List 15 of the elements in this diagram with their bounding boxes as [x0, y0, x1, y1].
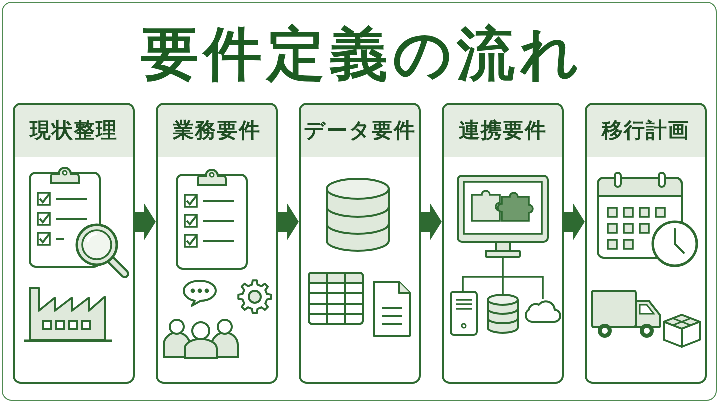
arrow	[564, 203, 585, 241]
step-title: 現状整理	[30, 118, 118, 144]
step-panel	[13, 103, 135, 384]
step-title: データ要件	[304, 118, 416, 144]
step-panel	[299, 103, 421, 384]
arrow	[278, 203, 299, 241]
arrow	[135, 203, 156, 241]
step-panel	[156, 103, 278, 384]
step-title: 移行計画	[602, 118, 690, 144]
step-title: 連携要件	[459, 118, 547, 144]
step-panel	[442, 103, 564, 384]
diagram-title: 要件定義の流れ	[140, 22, 584, 86]
step-title: 業務要件	[173, 118, 261, 144]
step-panel	[585, 103, 707, 384]
arrow	[421, 203, 442, 241]
